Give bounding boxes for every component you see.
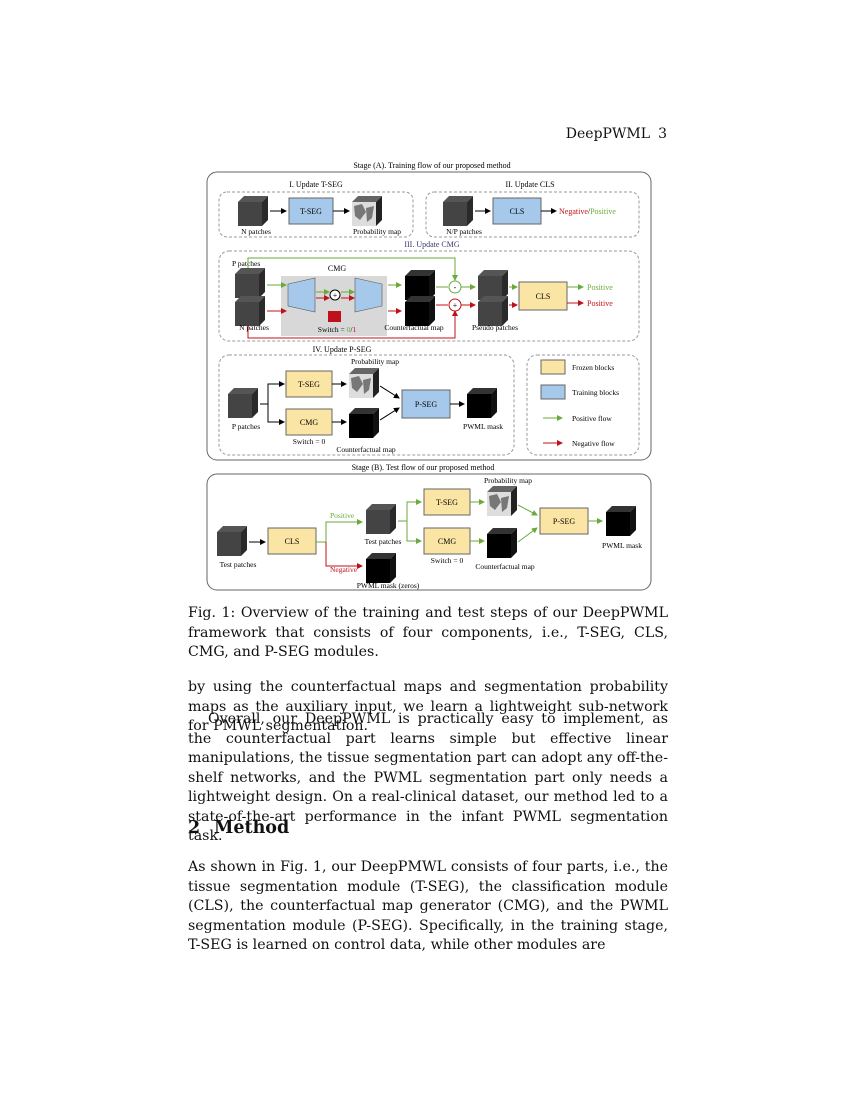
stage-a-box bbox=[206, 171, 652, 461]
tseg-block-b bbox=[423, 488, 471, 516]
n-patches-label: N patches bbox=[241, 227, 271, 236]
legend-positive: Positive flow bbox=[572, 414, 612, 423]
cls-block-b bbox=[267, 527, 317, 555]
prob-map-cube-b bbox=[487, 486, 517, 516]
tseg-block-1 bbox=[288, 197, 334, 225]
p-patches-cube-4 bbox=[228, 388, 258, 418]
stage-b-positive: Positive bbox=[330, 511, 355, 520]
paragraph-2: Overall, our DeepPWML is practically eas… bbox=[188, 711, 668, 844]
cmg-title: CMG bbox=[328, 264, 346, 273]
stage-b-box bbox=[206, 473, 652, 591]
framework-diagram: Stage (A). Training flow of our proposed… bbox=[206, 161, 652, 591]
panel-4-title: IV. Update P-SEG bbox=[313, 345, 372, 354]
cf-map-label-b: Counterfactual map bbox=[475, 562, 535, 571]
svg-text:+: + bbox=[333, 291, 338, 300]
switch-icon bbox=[328, 311, 341, 322]
test-patches-cube bbox=[217, 526, 247, 556]
legend bbox=[526, 354, 640, 456]
legend-negative: Negative flow bbox=[572, 439, 615, 448]
plus-op: + bbox=[453, 301, 458, 310]
cmg-label-4: CMG bbox=[300, 418, 318, 427]
pwml-zeros-cube bbox=[366, 553, 396, 583]
probability-map-cube bbox=[352, 196, 382, 226]
section-title: Method bbox=[214, 818, 290, 838]
panel3-positive: Positive bbox=[587, 283, 613, 292]
panel-2-title: II. Update CLS bbox=[505, 180, 554, 189]
cmg-label-b: CMG bbox=[438, 537, 456, 546]
pseg-block-b bbox=[539, 507, 589, 535]
running-title: DeepPWML bbox=[565, 126, 650, 142]
page-number: 3 bbox=[658, 126, 667, 142]
pwml-zeros-label: PWML mask (zeros) bbox=[357, 581, 420, 590]
test-patches-label: Test patches bbox=[220, 560, 257, 569]
stage-b-title: Stage (B). Test flow of our proposed met… bbox=[352, 463, 495, 472]
n-patches-label-3: N patches bbox=[239, 323, 269, 332]
prob-map-label-b: Probability map bbox=[484, 476, 532, 485]
p-patches-label-4: P patches bbox=[232, 422, 260, 431]
prob-map-label: Probability map bbox=[353, 227, 401, 236]
np-patches-label: N/P patches bbox=[446, 227, 482, 236]
cls-label: CLS bbox=[510, 207, 525, 216]
cls-label-b: CLS bbox=[285, 537, 300, 546]
switch0-label-b: Switch = 0 bbox=[431, 556, 464, 565]
cf-map-cube-b bbox=[487, 528, 517, 558]
p-patches-cube bbox=[235, 268, 265, 298]
pseg-label-4: P-SEG bbox=[415, 400, 437, 409]
pwml-mask-label-4: PWML mask bbox=[463, 422, 503, 431]
n-patches-cube bbox=[238, 196, 268, 226]
legend-frozen: Frozen blocks bbox=[572, 363, 614, 372]
panel-3 bbox=[218, 250, 640, 342]
figure-caption: Fig. 1: Overview of the training and tes… bbox=[188, 605, 668, 660]
section-paragraph: As shown in Fig. 1, our DeepPMWL consist… bbox=[188, 859, 668, 953]
cf-map-neg-cube bbox=[405, 296, 435, 326]
tseg-label: T-SEG bbox=[300, 207, 322, 216]
page-header: DeepPWML 3 bbox=[0, 126, 850, 146]
prob-map-label-4: Probability map bbox=[351, 357, 399, 366]
cf-map-pos-cube bbox=[405, 270, 435, 300]
cls-output: Negative/Positive bbox=[559, 207, 616, 216]
switch-label: Switch = 0/1 bbox=[318, 325, 357, 334]
test-patches-cube-b bbox=[366, 504, 396, 534]
panel-3-title: III. Update CMG bbox=[404, 240, 460, 249]
cls-label-2: CLS bbox=[536, 292, 551, 301]
prob-map-cube-4 bbox=[349, 368, 379, 398]
pwml-mask-cube-b bbox=[606, 506, 636, 536]
panel-1-title: I. Update T-SEG bbox=[289, 180, 343, 189]
pwml-mask-label-b: PWML mask bbox=[602, 541, 642, 550]
panel-1 bbox=[218, 191, 414, 238]
panel3-positive-red: Positive bbox=[587, 299, 613, 308]
section-heading: 2 Method bbox=[188, 818, 289, 838]
pseudo-patches-label: Pseudo patches bbox=[472, 323, 518, 332]
cf-map-label-4: Counterfactual map bbox=[336, 445, 396, 454]
np-patches-cube bbox=[443, 196, 473, 226]
cf-map-cube-4 bbox=[349, 408, 379, 438]
test-patches-label-b: Test patches bbox=[365, 537, 402, 546]
panel-4 bbox=[218, 354, 515, 456]
cmg-block-b bbox=[423, 527, 471, 555]
pwml-mask-cube-4 bbox=[467, 388, 497, 418]
cf-map-label: Counterfactual map bbox=[384, 323, 444, 332]
minus-op: - bbox=[454, 283, 457, 292]
pseudo-patch-pos bbox=[478, 270, 508, 300]
pseg-block-4 bbox=[401, 389, 451, 419]
pseg-label-b: P-SEG bbox=[553, 517, 575, 526]
stage-a-title: Stage (A). Training flow of our proposed… bbox=[353, 161, 510, 170]
pseudo-patch-neg bbox=[478, 296, 508, 326]
stage-b-negative: Negative bbox=[330, 565, 358, 574]
p-patches-label: P patches bbox=[232, 259, 260, 268]
cmg-block-4 bbox=[285, 408, 333, 436]
legend-training: Training blocks bbox=[572, 388, 619, 397]
section-number: 2 bbox=[188, 818, 201, 838]
n-patches-cube-3 bbox=[235, 296, 265, 326]
tseg-block-4 bbox=[285, 370, 333, 398]
switch0-label-4: Switch = 0 bbox=[293, 437, 326, 446]
figure-1: Stage (A). Training flow of our proposed… bbox=[200, 155, 660, 595]
cls-block-2 bbox=[518, 281, 568, 311]
tseg-label-4: T-SEG bbox=[298, 380, 320, 389]
paragraph-1: by using the counterfactual maps and seg… bbox=[188, 679, 668, 734]
tseg-label-b: T-SEG bbox=[436, 498, 458, 507]
